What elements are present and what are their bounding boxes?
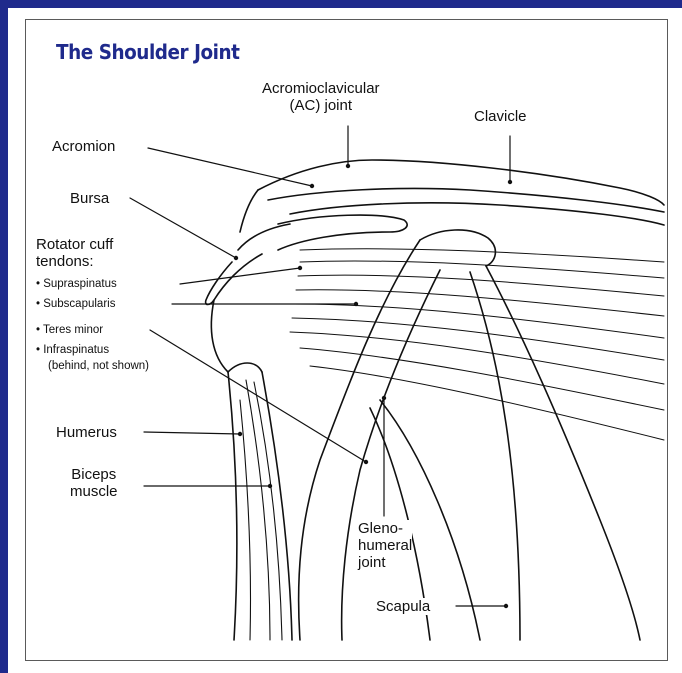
label-ac-joint-line2: (AC) joint: [262, 97, 380, 114]
label-infraspinatus-note: (behind, not shown): [48, 358, 149, 374]
bursa-leader: [130, 198, 236, 258]
label-biceps: Biceps muscle: [70, 466, 118, 500]
label-gleno-line3: joint: [358, 554, 412, 571]
label-clavicle: Clavicle: [474, 108, 527, 125]
label-rotator-cuff: Rotator cuff tendons:: [36, 236, 113, 270]
label-bursa: Bursa: [70, 190, 109, 207]
teres-minor-leader: [150, 330, 366, 462]
label-rotator-line1: Rotator cuff: [36, 236, 113, 253]
label-gleno-line2: humeral: [358, 537, 412, 554]
label-scapula: Scapula: [376, 598, 430, 615]
supraspinatus-leader: [180, 268, 300, 284]
label-rotator-line2: tendons:: [36, 253, 113, 270]
label-ac-joint-line1: Acromioclavicular: [262, 80, 380, 97]
label-ac-joint: Acromioclavicular (AC) joint: [262, 80, 380, 114]
label-biceps-line1: Biceps: [70, 466, 118, 483]
acromion-leader: [148, 148, 312, 186]
label-subscapularis: • Subscapularis: [36, 296, 115, 312]
humerus-leader: [144, 432, 240, 434]
label-gleno-line1: Gleno-: [358, 520, 412, 537]
label-biceps-line2: muscle: [70, 483, 118, 500]
label-glenohumeral: Gleno- humeral joint: [358, 520, 412, 571]
label-acromion: Acromion: [52, 138, 115, 155]
label-infraspinatus: • Infraspinatus: [36, 342, 109, 358]
label-supraspinatus: • Supraspinatus: [36, 276, 117, 292]
clavicle-shape: [240, 160, 664, 232]
page-title: The Shoulder Joint: [56, 40, 239, 64]
leader-lines: [130, 126, 510, 606]
scapula-shape: [299, 230, 640, 640]
rotator-cuff-fibers: [290, 249, 664, 440]
label-humerus: Humerus: [56, 424, 117, 441]
label-teres-minor: • Teres minor: [36, 322, 103, 338]
biceps-shape: [240, 380, 282, 640]
